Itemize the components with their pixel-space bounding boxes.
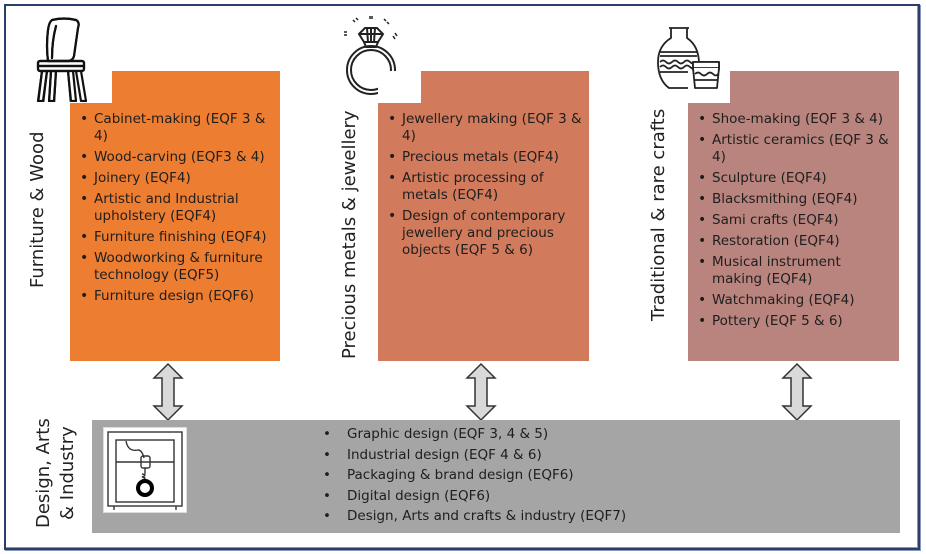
list-item: Digital design (EQF6) xyxy=(317,486,626,507)
design-arts-industry-label: Design, Arts & Industry xyxy=(32,418,80,528)
furniture-wood-label: Furniture & Wood xyxy=(27,131,48,289)
traditional-rare-crafts-box: Shoe-making (EQF 3 & 4) Artistic ceramic… xyxy=(688,71,899,361)
list-item: Joinery (EQF4) xyxy=(74,170,276,187)
list-item: Watchmaking (EQF4) xyxy=(692,292,895,309)
design-arts-industry-list: Graphic design (EQF 3, 4 & 5) Industrial… xyxy=(317,424,626,527)
diamond-ring-icon xyxy=(344,16,398,95)
chair-icon xyxy=(36,17,88,102)
list-item: Graphic design (EQF 3, 4 & 5) xyxy=(317,424,626,445)
design-label-line1: Design, Arts xyxy=(33,418,54,528)
furniture-wood-box: Cabinet-making (EQF 3 & 4) Wood-carving … xyxy=(70,71,280,361)
list-item: Musical instrument making (EQF4) xyxy=(692,254,895,288)
list-item: Blacksmithing (EQF4) xyxy=(692,191,895,208)
list-item: Industrial design (EQF 4 & 6) xyxy=(317,445,626,466)
list-item: Woodworking & furniture technology (EQF5… xyxy=(74,250,276,284)
design-arts-industry-box: Graphic design (EQF 3, 4 & 5) Industrial… xyxy=(92,420,900,533)
list-item: Cabinet-making (EQF 3 & 4) xyxy=(74,111,276,145)
double-arrow-icon xyxy=(781,362,813,422)
design-label-line2: & Industry xyxy=(57,426,78,520)
list-item: Pottery (EQF 5 & 6) xyxy=(692,313,895,330)
furniture-wood-list: Cabinet-making (EQF 3 & 4) Wood-carving … xyxy=(74,111,276,305)
list-item: Packaging & brand design (EQF6) xyxy=(317,465,626,486)
list-item: Artistic ceramics (EQF 3 & 4) xyxy=(692,132,895,166)
list-item: Artistic and Industrial upholstery (EQF4… xyxy=(74,191,276,225)
list-item: Sculpture (EQF4) xyxy=(692,170,895,187)
list-item: Artistic processing of metals (EQF4) xyxy=(382,170,585,204)
precious-metals-jewellery-list: Jewellery making (EQF 3 & 4) Precious me… xyxy=(382,111,585,259)
list-item: Wood-carving (EQF3 & 4) xyxy=(74,149,276,166)
precious-metals-jewellery-label: Precious metals & jewellery xyxy=(339,110,360,360)
list-item: Jewellery making (EQF 3 & 4) xyxy=(382,111,585,145)
traditional-rare-crafts-label: Traditional & rare crafts xyxy=(648,108,669,322)
list-item: Restoration (EQF4) xyxy=(692,233,895,250)
list-item: Design of contemporary jewellery and pre… xyxy=(382,208,585,259)
jewellery-box-notch xyxy=(378,71,421,103)
double-arrow-icon xyxy=(465,362,497,422)
pottery-vase-icon xyxy=(692,61,720,89)
3d-printer-icon xyxy=(103,427,187,513)
precious-metals-jewellery-box: Jewellery making (EQF 3 & 4) Precious me… xyxy=(378,71,589,361)
list-item: Shoe-making (EQF 3 & 4) xyxy=(692,111,895,128)
list-item: Design, Arts and crafts & industry (EQF7… xyxy=(317,506,626,527)
traditional-rare-crafts-list: Shoe-making (EQF 3 & 4) Artistic ceramic… xyxy=(692,111,895,330)
list-item: Precious metals (EQF4) xyxy=(382,149,585,166)
list-item: Furniture finishing (EQF4) xyxy=(74,229,276,246)
list-item: Furniture design (EQF6) xyxy=(74,288,276,305)
list-item: Sami crafts (EQF4) xyxy=(692,212,895,229)
double-arrow-icon xyxy=(152,362,184,422)
